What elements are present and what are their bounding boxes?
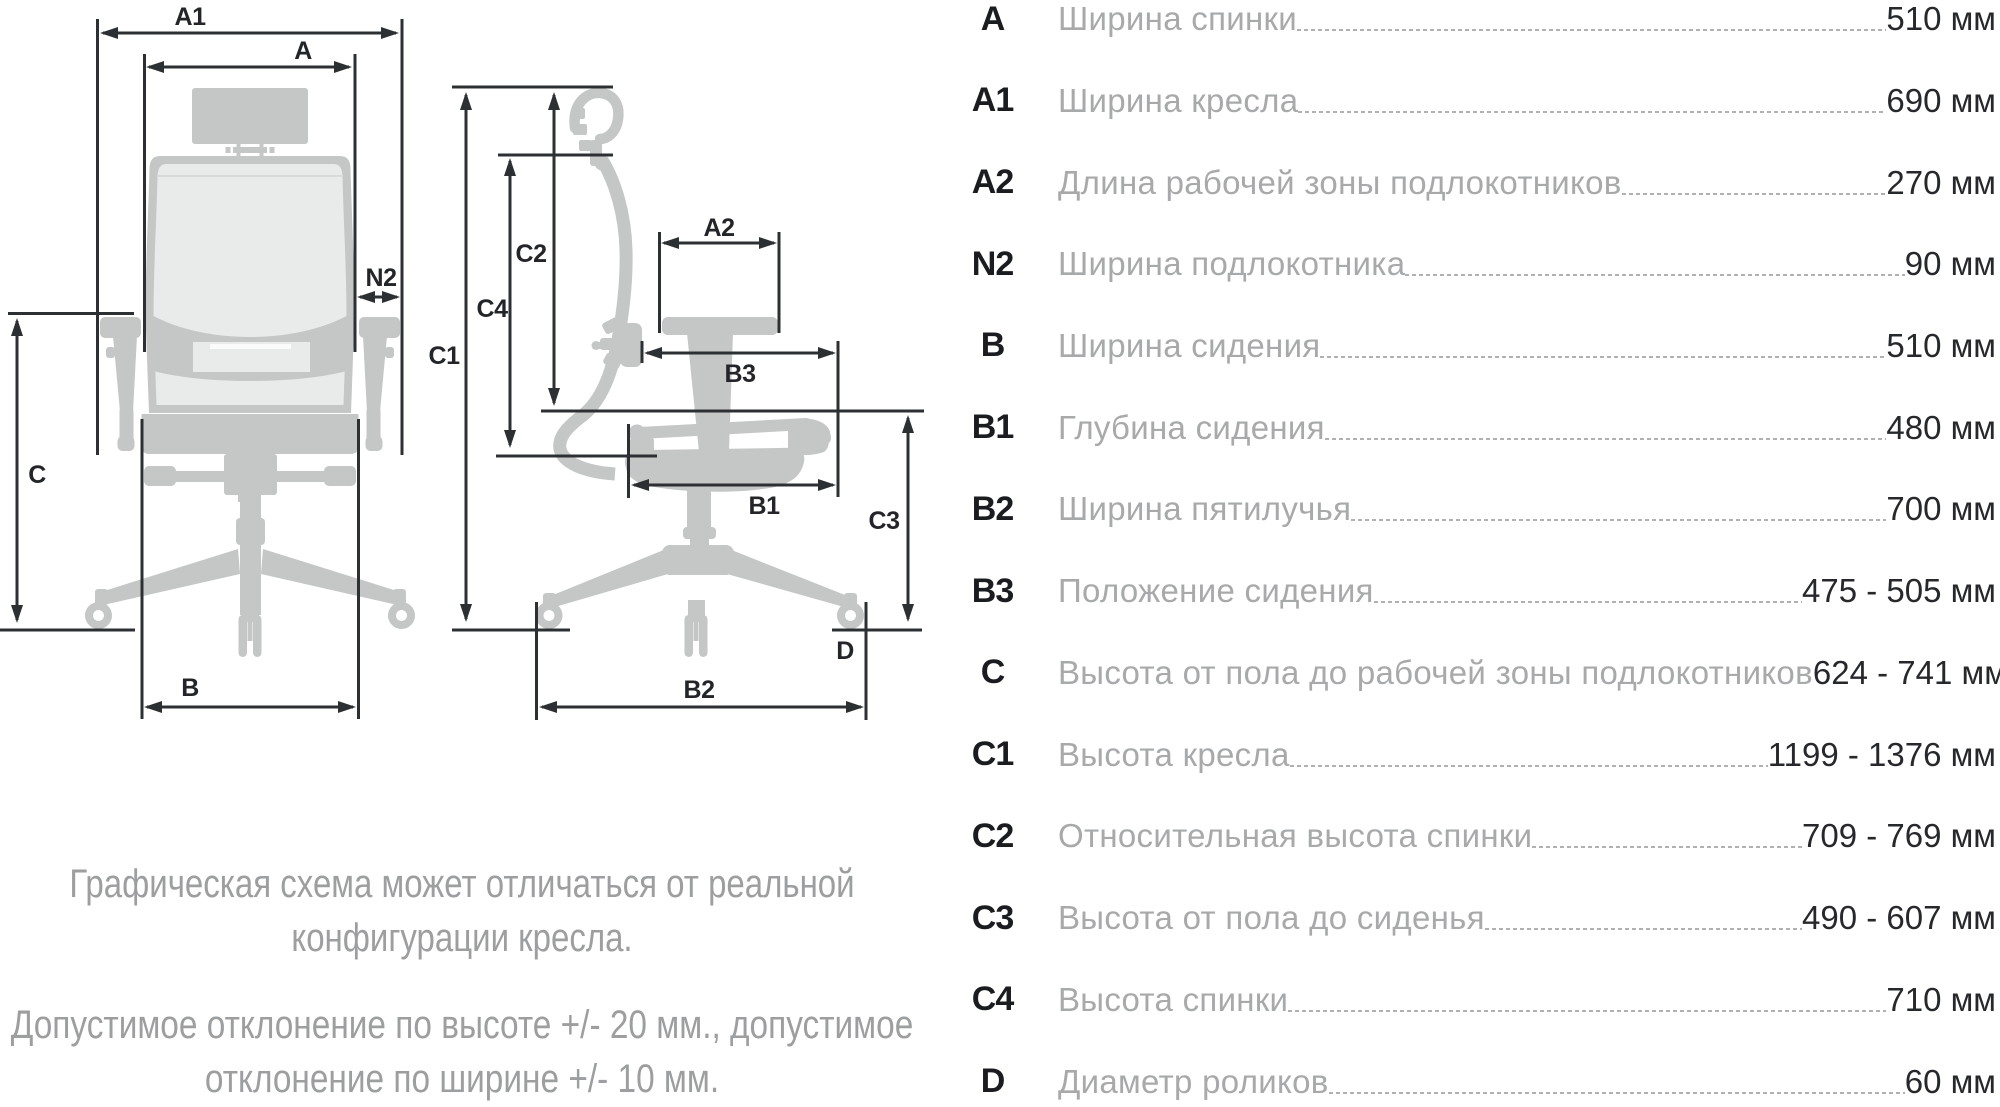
svg-text:B1: B1 <box>749 492 781 520</box>
svg-text:D: D <box>836 637 854 665</box>
svg-text:A: A <box>294 37 312 65</box>
svg-text:B2: B2 <box>684 676 715 704</box>
svg-text:A1: A1 <box>175 3 207 31</box>
svg-text:C: C <box>28 461 46 489</box>
svg-text:C1: C1 <box>429 342 461 370</box>
svg-text:B: B <box>181 674 199 702</box>
svg-text:B3: B3 <box>725 360 756 388</box>
svg-text:A2: A2 <box>704 214 735 242</box>
svg-text:C4: C4 <box>477 295 509 323</box>
svg-text:C3: C3 <box>869 507 900 535</box>
svg-text:C2: C2 <box>516 240 547 268</box>
svg-text:N2: N2 <box>366 264 397 292</box>
